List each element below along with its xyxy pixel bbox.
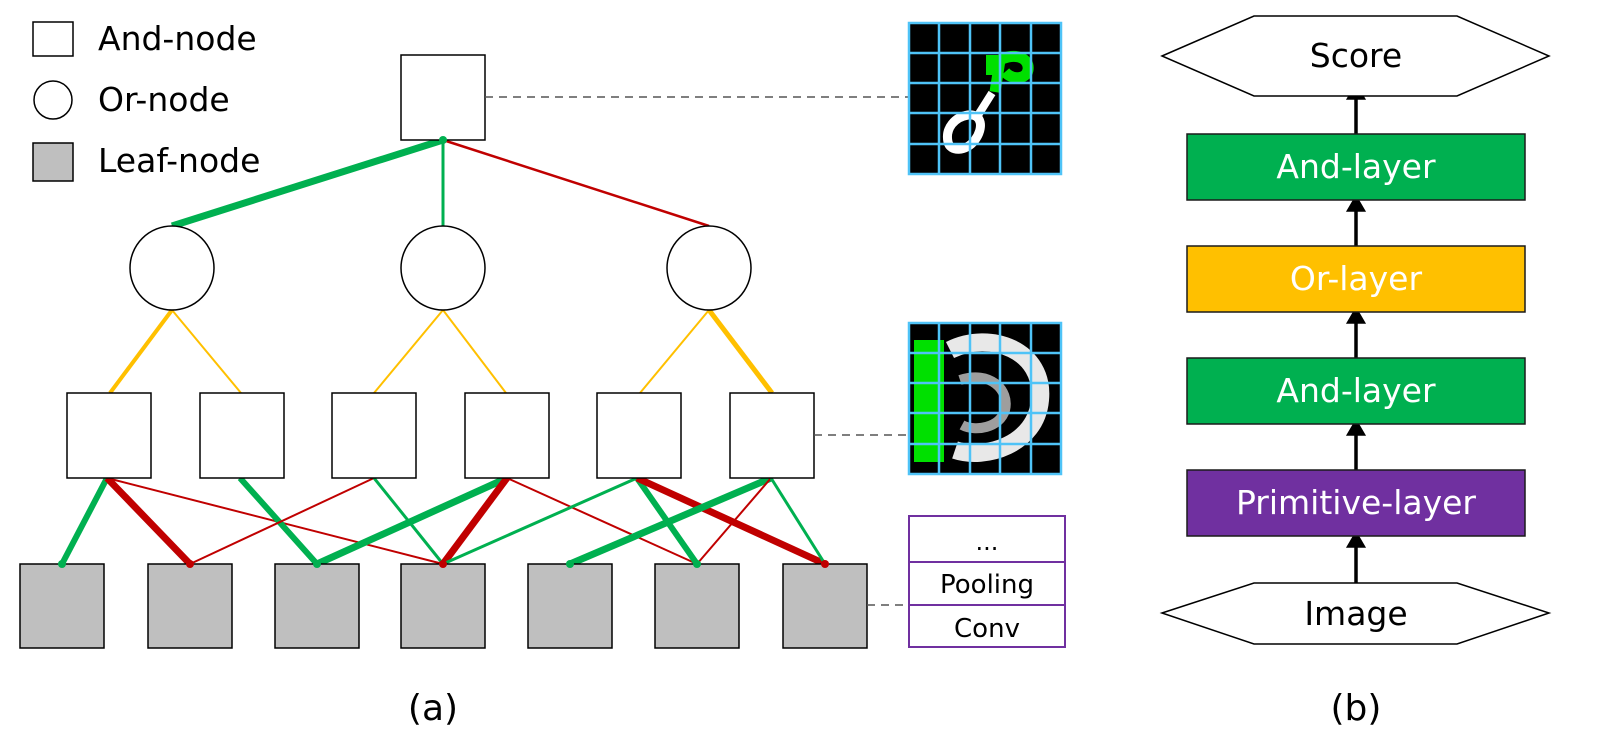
- and-node: [729, 392, 815, 479]
- legend-and-node-label: And-node: [98, 19, 257, 58]
- patch-digit-white-tail: [971, 90, 996, 123]
- legend: And-node Or-node Leaf-node: [32, 19, 260, 182]
- arrow-head-icon: [1345, 530, 1367, 548]
- edge-and5-leaf7: [635, 474, 827, 568]
- and-node: [331, 392, 417, 479]
- endpoint-dot: [439, 136, 447, 144]
- endpoint-dot: [313, 560, 321, 568]
- patch-grid-border: [907, 21, 1063, 176]
- layer-label-and-top: And-layer: [1276, 147, 1436, 186]
- cnn-stack-box: [908, 515, 1066, 648]
- patch-digit-green: [989, 50, 1034, 93]
- leaf-node: [400, 563, 486, 649]
- layer-label-and-bottom: And-layer: [1276, 371, 1436, 410]
- arrow-head-icon: [1345, 306, 1367, 324]
- edge-and2-leaf3: [237, 475, 320, 567]
- edge-and5-leaf4: [442, 476, 638, 566]
- patch-grid-border: [907, 321, 1063, 476]
- endpoint-dot: [439, 560, 447, 568]
- layer-box-primitive: [1186, 469, 1526, 537]
- endpoint-dot: [693, 560, 701, 568]
- edge-and4-leaf6: [506, 477, 698, 565]
- leaf-edges: [59, 474, 827, 568]
- edge-or1-and2: [171, 309, 242, 394]
- leaf-node-row: [19, 563, 868, 649]
- endpoint-dot: [566, 560, 574, 568]
- legend-leaf-node-icon: [32, 142, 74, 182]
- edge-and6-leaf6: [696, 477, 772, 565]
- legend-leaf-node-label: Leaf-node: [98, 141, 260, 180]
- legend-or-node-icon: [33, 80, 73, 120]
- cnn-stack-pooling: Pooling: [940, 570, 1034, 600]
- patch-grid: [907, 321, 1063, 476]
- root-edges: [170, 136, 710, 230]
- leaf-node: [147, 563, 233, 649]
- endpoint-dot: [186, 560, 194, 568]
- arrow-head-icon: [1345, 194, 1367, 212]
- edge-or1-and1: [108, 308, 174, 395]
- and-node: [66, 392, 152, 479]
- image-label: Image: [1304, 594, 1407, 633]
- cnn-stack: ... Pooling Conv: [908, 515, 1066, 648]
- arrow-head-icon: [1345, 418, 1367, 436]
- edge-and1-leaf1: [59, 476, 110, 566]
- score-label: Score: [1310, 36, 1402, 75]
- edge-and4-leaf4: [440, 475, 510, 567]
- edge-and4-leaf3: [315, 474, 509, 568]
- edge-root-or1: [170, 136, 445, 230]
- panel-b-caption: (b): [1331, 688, 1382, 729]
- leaf-node: [274, 563, 360, 649]
- panel-a-caption: (a): [408, 688, 458, 729]
- edge-and1-leaf2: [104, 475, 193, 567]
- digit-patch-part: [907, 321, 1063, 476]
- patch-gray-inner: [958, 372, 1011, 434]
- edge-and6-leaf7: [769, 477, 827, 565]
- score-hexagon: [1160, 15, 1551, 97]
- edge-or3-and6: [707, 308, 774, 395]
- edge-or2-and4: [442, 309, 507, 394]
- layer-label-primitive: Primitive-layer: [1236, 483, 1476, 522]
- patch-grid: [907, 21, 1063, 176]
- or-node: [666, 225, 752, 311]
- layer-box-and-top: [1186, 133, 1526, 201]
- cnn-stack-ellipsis: ...: [976, 528, 999, 556]
- leaf-node: [654, 563, 740, 649]
- image-hexagon: [1159, 582, 1552, 645]
- patch-white-curve: [945, 333, 1050, 462]
- or-edges: [108, 308, 774, 395]
- and-node: [464, 392, 550, 479]
- cnn-stack-conv: Conv: [954, 614, 1020, 644]
- edge-or3-and5: [639, 309, 710, 394]
- leaf-node: [19, 563, 105, 649]
- leaf-node: [527, 563, 613, 649]
- edge-and3-leaf2: [189, 477, 375, 565]
- or-node: [129, 225, 215, 311]
- legend-or-node-label: Or-node: [98, 80, 230, 119]
- endpoint-dot: [821, 560, 829, 568]
- pipeline: Score And-layer Or-layer And-layer Primi…: [1159, 15, 1552, 645]
- legend-and-node-icon: [32, 21, 74, 57]
- layer-box-and-bottom: [1186, 357, 1526, 425]
- layer-box-or: [1186, 245, 1526, 313]
- edge-endpoint-dots: [58, 136, 829, 568]
- edge-and6-leaf5: [568, 474, 773, 568]
- leaf-node: [782, 563, 868, 649]
- and-node: [596, 392, 682, 479]
- or-node: [400, 225, 486, 311]
- edge-root-or3: [442, 138, 710, 228]
- endpoint-dot: [58, 560, 66, 568]
- and-node: [199, 392, 285, 479]
- root-and-node: [400, 54, 486, 141]
- layer-label-or: Or-layer: [1290, 259, 1423, 298]
- digit-patch-root: [907, 21, 1063, 176]
- edge-or2-and3: [373, 309, 444, 394]
- patch-digit-white-stroke: [942, 110, 985, 154]
- patch-digit-green-block: [986, 55, 1000, 75]
- and-node-row: [66, 392, 815, 479]
